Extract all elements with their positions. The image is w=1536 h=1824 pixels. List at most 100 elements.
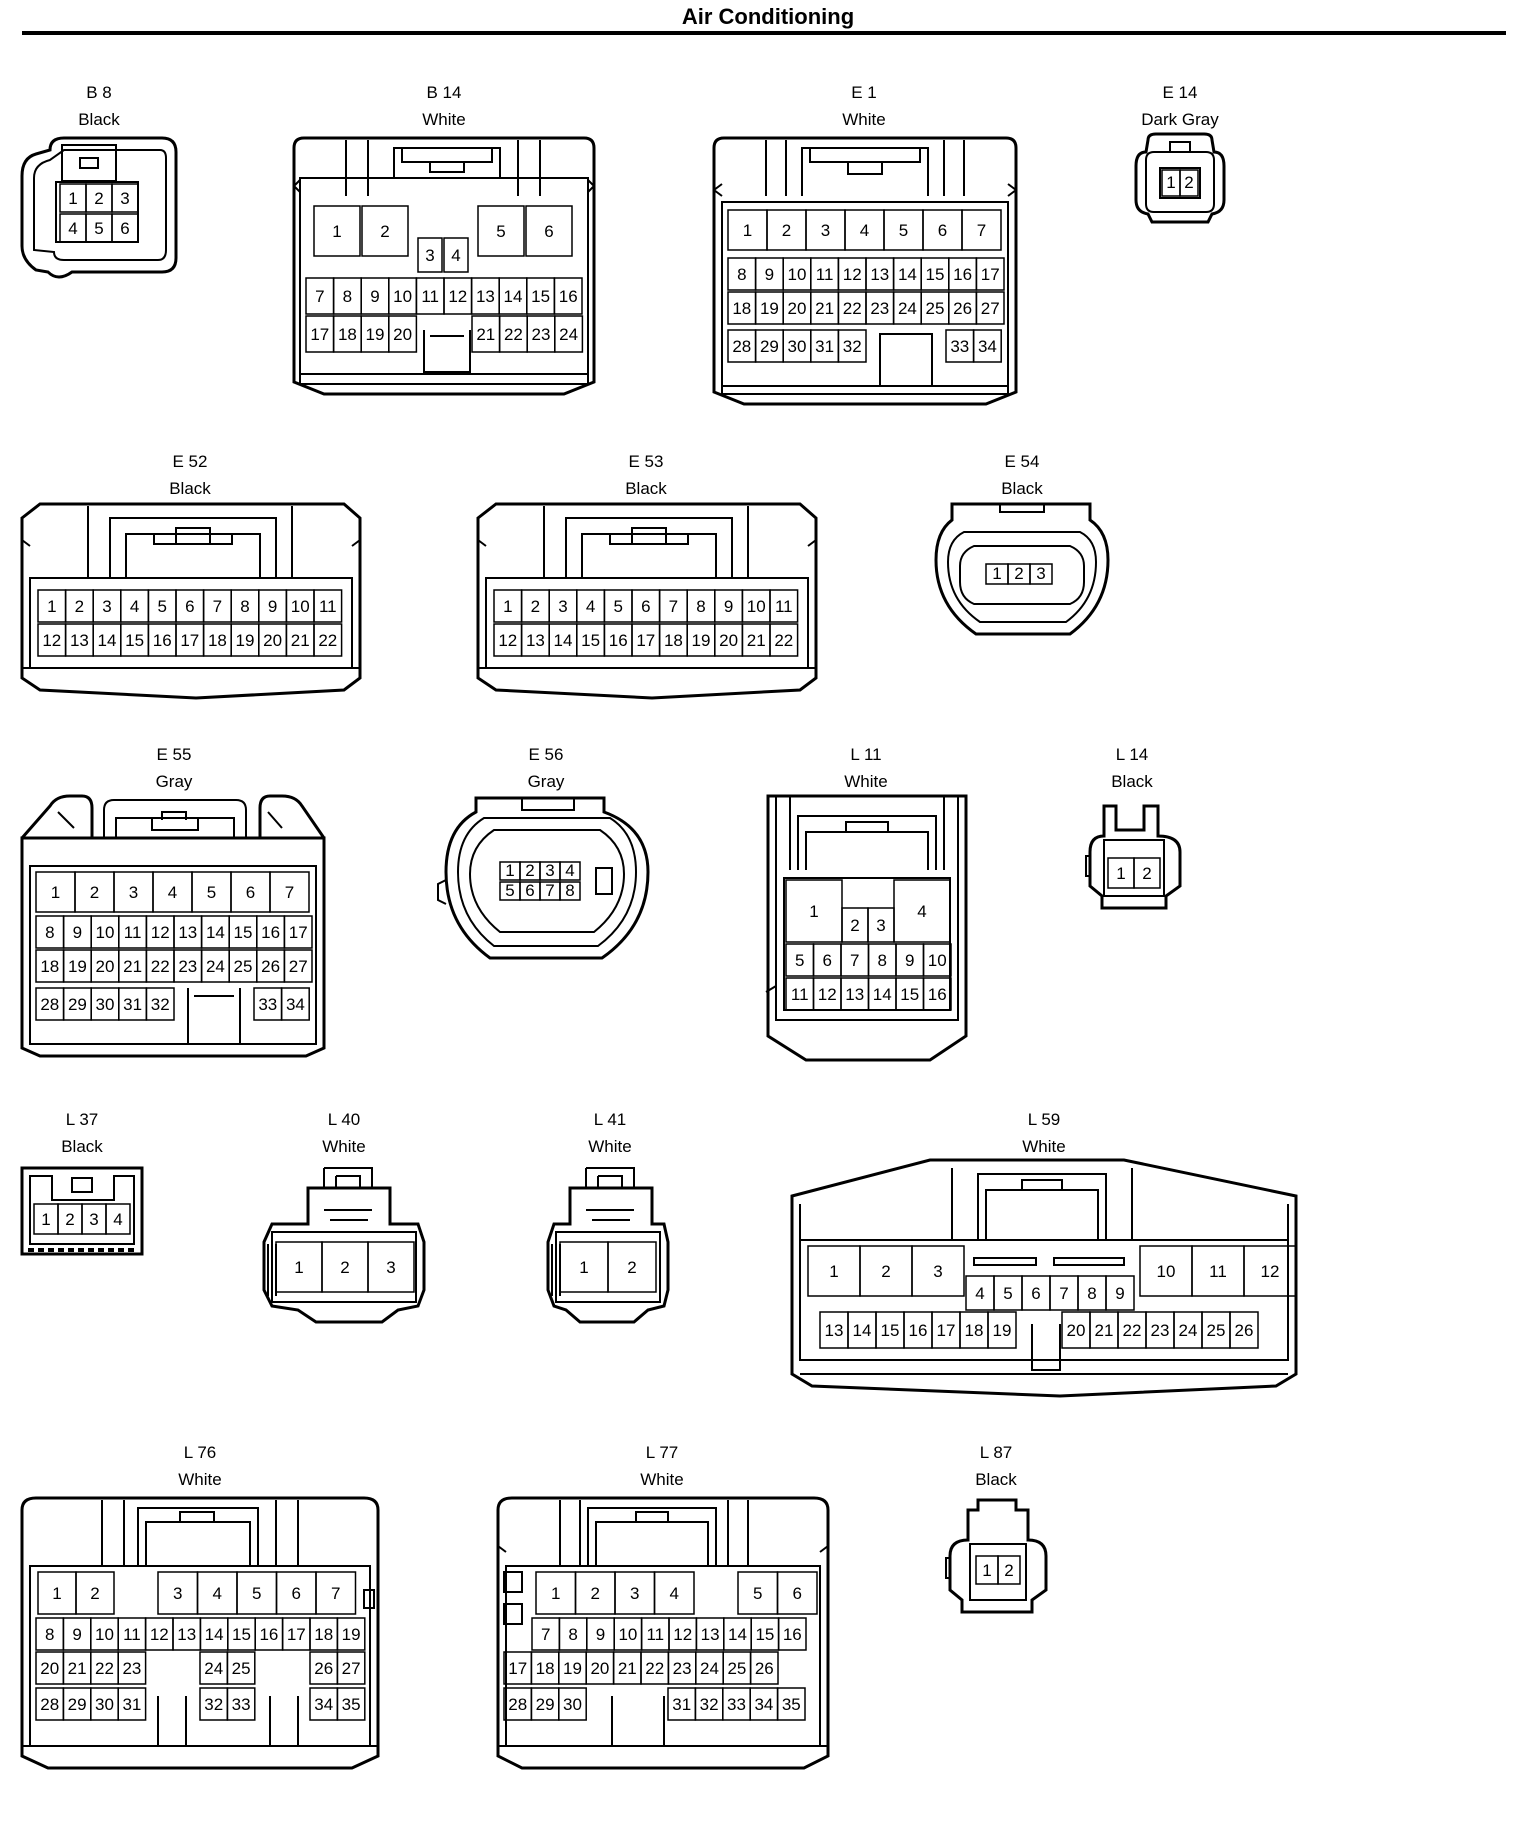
pin-number: 4 [130, 597, 139, 616]
pin-number: 2 [627, 1258, 636, 1277]
pin-number: 20 [590, 1659, 609, 1678]
pin-number: 27 [289, 957, 308, 976]
connector-e55-color: Gray [156, 772, 193, 791]
pin-number: 7 [545, 881, 554, 900]
pin-number: 20 [96, 957, 115, 976]
pin-number: 6 [823, 951, 832, 970]
pin-number: 7 [977, 221, 986, 240]
connector-l37-id: L 37 [66, 1110, 98, 1129]
pin-number: 6 [641, 597, 650, 616]
pin-number: 20 [40, 1659, 59, 1678]
pin-cavity [553, 277, 583, 315]
connector-l77-color: White [640, 1470, 683, 1489]
pin-number: 24 [206, 957, 225, 976]
pin-number: 17 [287, 1625, 306, 1644]
pin-number: 30 [563, 1695, 582, 1714]
pin-number: 26 [1235, 1321, 1254, 1340]
pin-number: 1 [992, 564, 1001, 583]
pin-number: 8 [737, 265, 746, 284]
pin-number: 1 [1116, 864, 1125, 883]
pin-number: 33 [727, 1695, 746, 1714]
pin-number: 10 [96, 923, 115, 942]
pin-number: 25 [926, 299, 945, 318]
pin-number: 5 [157, 597, 166, 616]
pin-number: 6 [292, 1584, 301, 1603]
pin-cavity [749, 1651, 779, 1685]
pin-number: 30 [788, 337, 807, 356]
connector-l14-color: Black [1111, 772, 1153, 791]
pin-number: 11 [319, 597, 337, 616]
pin-number: 30 [95, 1695, 114, 1714]
pin-number: 10 [618, 1625, 637, 1644]
pin-number: 2 [380, 222, 389, 241]
pin-number: 6 [1031, 1284, 1040, 1303]
pin-number: 8 [878, 951, 887, 970]
connector-l41-id: L 41 [594, 1110, 626, 1129]
pin-cavity [776, 1571, 818, 1615]
pin-number: 8 [45, 923, 54, 942]
pin-number: 12 [673, 1625, 692, 1644]
pin-number: 21 [476, 325, 495, 344]
pin-number: 12 [151, 923, 170, 942]
pin-number: 1 [982, 1561, 991, 1580]
pin-number: 2 [90, 1584, 99, 1603]
pin-number: 6 [120, 219, 129, 238]
pin-number: 8 [568, 1625, 577, 1644]
pin-number: 10 [1157, 1262, 1176, 1281]
pin-number: 7 [541, 1625, 550, 1644]
pin-number: 14 [206, 923, 225, 942]
pin-number: 3 [933, 1262, 942, 1281]
pin-cavity [336, 1687, 366, 1721]
pin-number: 4 [917, 902, 926, 921]
pin-number: 15 [881, 1321, 900, 1340]
pin-number: 22 [151, 957, 170, 976]
pin-cavity [653, 1571, 695, 1615]
pin-number: 8 [45, 1625, 54, 1644]
pin-number: 29 [68, 995, 87, 1014]
pin-number: 1 [47, 597, 56, 616]
pin-cavity [607, 1241, 657, 1293]
pin-cavity [776, 1687, 806, 1721]
pin-cavity [367, 1241, 415, 1293]
pin-number: 30 [96, 995, 115, 1014]
pin-number: 9 [73, 923, 82, 942]
pin-number: 5 [207, 883, 216, 902]
pin-number: 14 [728, 1625, 747, 1644]
pin-number: 2 [1004, 1561, 1013, 1580]
pin-number: 1 [551, 1584, 560, 1603]
connector-e54-color: Black [1001, 479, 1043, 498]
pin-number: 16 [259, 1625, 278, 1644]
pin-number: 4 [975, 1284, 984, 1303]
connector-l41: L 41 White [546, 1110, 670, 1324]
pin-cavity [1229, 1311, 1259, 1349]
pin-number: 3 [545, 861, 554, 880]
pin-number: 26 [755, 1659, 774, 1678]
pin-number: 15 [234, 923, 253, 942]
pin-number: 34 [314, 1695, 333, 1714]
pin-number: 13 [526, 631, 545, 650]
pin-number: 22 [504, 325, 523, 344]
pin-number: 20 [788, 299, 807, 318]
pin-number: 6 [185, 597, 194, 616]
pin-number: 22 [95, 1659, 114, 1678]
pin-number: 12 [498, 631, 517, 650]
connector-l87-color: Black [975, 1470, 1017, 1489]
connector-l76: L 76 White [20, 1443, 380, 1770]
pin-number: 17 [508, 1659, 527, 1678]
pin-cavity [315, 1571, 357, 1615]
pin-cavity [226, 1687, 256, 1721]
pin-cavity [417, 237, 443, 273]
pin-number: 3 [821, 221, 830, 240]
connector-l59-color: White [1022, 1137, 1065, 1156]
pin-number: 9 [596, 1625, 605, 1644]
pin-cavity [911, 1245, 965, 1297]
pin-cavity [554, 315, 584, 353]
connector-b14: B 14 White [292, 83, 596, 396]
pin-number: 10 [747, 597, 766, 616]
pin-number: 1 [294, 1258, 303, 1277]
pin-number: 15 [900, 985, 919, 1004]
pin-number: 31 [672, 1695, 691, 1714]
pin-cavity [105, 1203, 131, 1235]
pin-number: 4 [213, 1584, 222, 1603]
